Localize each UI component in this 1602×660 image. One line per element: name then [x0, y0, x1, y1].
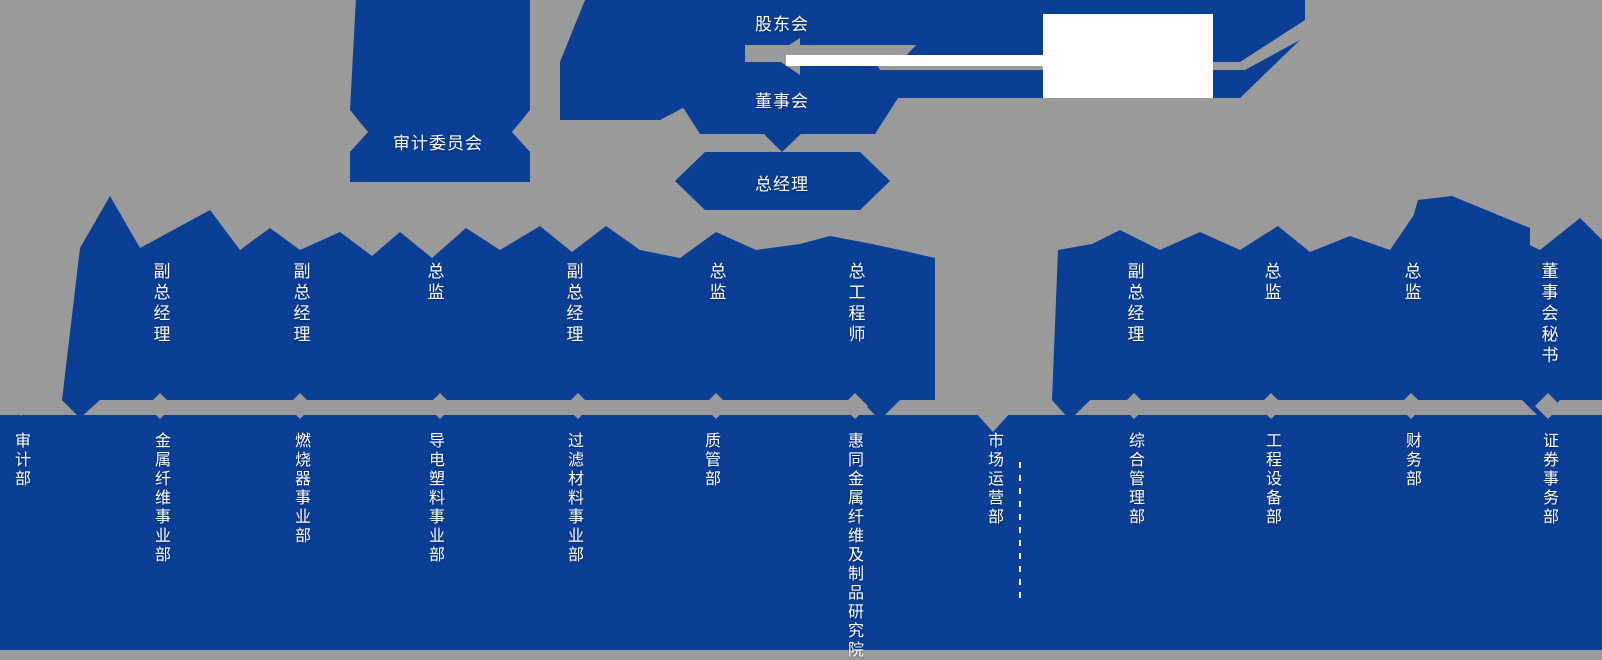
- role-label-vgm-1[interactable]: 副总经理: [150, 262, 170, 346]
- role-label-cso-1[interactable]: 总监: [424, 262, 444, 304]
- node-label-general-manager[interactable]: 总经理: [755, 175, 809, 194]
- role-label-board-secretary[interactable]: 董事会秘书: [1538, 262, 1558, 367]
- callout-note-box[interactable]: [1043, 14, 1213, 98]
- connector-board-gm: [760, 130, 805, 152]
- cluster-gap-wedge: [935, 230, 1052, 432]
- diamond-marker-group: [147, 393, 1561, 419]
- node-label-shareholders[interactable]: 股东会: [755, 15, 809, 34]
- node-shape-general-manager[interactable]: [675, 152, 890, 210]
- diamond-marker-icon: [842, 393, 868, 419]
- diamond-marker-icon: [147, 393, 173, 419]
- role-band-left: [62, 196, 935, 420]
- diamond-marker-icon: [1398, 393, 1424, 419]
- diamond-marker-icon: [565, 393, 591, 419]
- dept-label-market-ops-dept[interactable]: 市场运营部: [985, 432, 1002, 527]
- diamond-marker-icon: [703, 393, 729, 419]
- role-label-cso-2[interactable]: 总监: [706, 262, 726, 304]
- role-label-vgm-2[interactable]: 副总经理: [290, 262, 310, 346]
- dept-label-engineering-equip[interactable]: 工程设备部: [1263, 432, 1280, 527]
- role-label-cto[interactable]: 总工程师: [845, 262, 865, 346]
- node-shape-board[interactable]: [677, 62, 898, 134]
- diamond-marker-icon: [287, 393, 313, 419]
- diamond-marker-icon: [427, 393, 453, 419]
- role-label-vgm-4[interactable]: 副总经理: [1124, 262, 1144, 346]
- dept-label-research-institute[interactable]: 惠同金属纤维及制品研究院: [845, 432, 862, 660]
- dept-label-securities-dept[interactable]: 证券事务部: [1540, 432, 1557, 527]
- role-label-cso-4[interactable]: 总监: [1401, 262, 1421, 304]
- down-arrow-icon: [4, 392, 38, 416]
- dept-label-conductive-plastic[interactable]: 导电塑料事业部: [426, 432, 443, 565]
- diamond-marker-icon: [1121, 393, 1147, 419]
- callout-leader-line: [786, 55, 1048, 66]
- dept-label-audit-dept[interactable]: 审计部: [12, 432, 29, 489]
- role-label-cso-3[interactable]: 总监: [1261, 262, 1281, 304]
- department-band: [0, 415, 1602, 650]
- diamond-marker-icon: [1535, 393, 1561, 419]
- node-shape-audit-committee[interactable]: [350, 0, 530, 182]
- dept-label-burner-div[interactable]: 燃烧器事业部: [292, 432, 309, 546]
- node-label-board[interactable]: 董事会: [755, 92, 809, 111]
- role-label-vgm-3[interactable]: 副总经理: [563, 262, 583, 346]
- dept-label-finance-dept[interactable]: 财务部: [1403, 432, 1420, 489]
- dept-label-metal-fiber-div[interactable]: 金属纤维事业部: [152, 432, 169, 565]
- node-label-audit-committee[interactable]: 审计委员会: [393, 134, 483, 153]
- diamond-marker-icon: [1258, 393, 1284, 419]
- dept-label-quality-dept[interactable]: 质管部: [702, 432, 719, 489]
- dept-label-general-admin[interactable]: 综合管理部: [1126, 432, 1143, 527]
- dept-label-filter-material[interactable]: 过滤材料事业部: [565, 432, 582, 565]
- role-band-right-peak: [1400, 196, 1530, 262]
